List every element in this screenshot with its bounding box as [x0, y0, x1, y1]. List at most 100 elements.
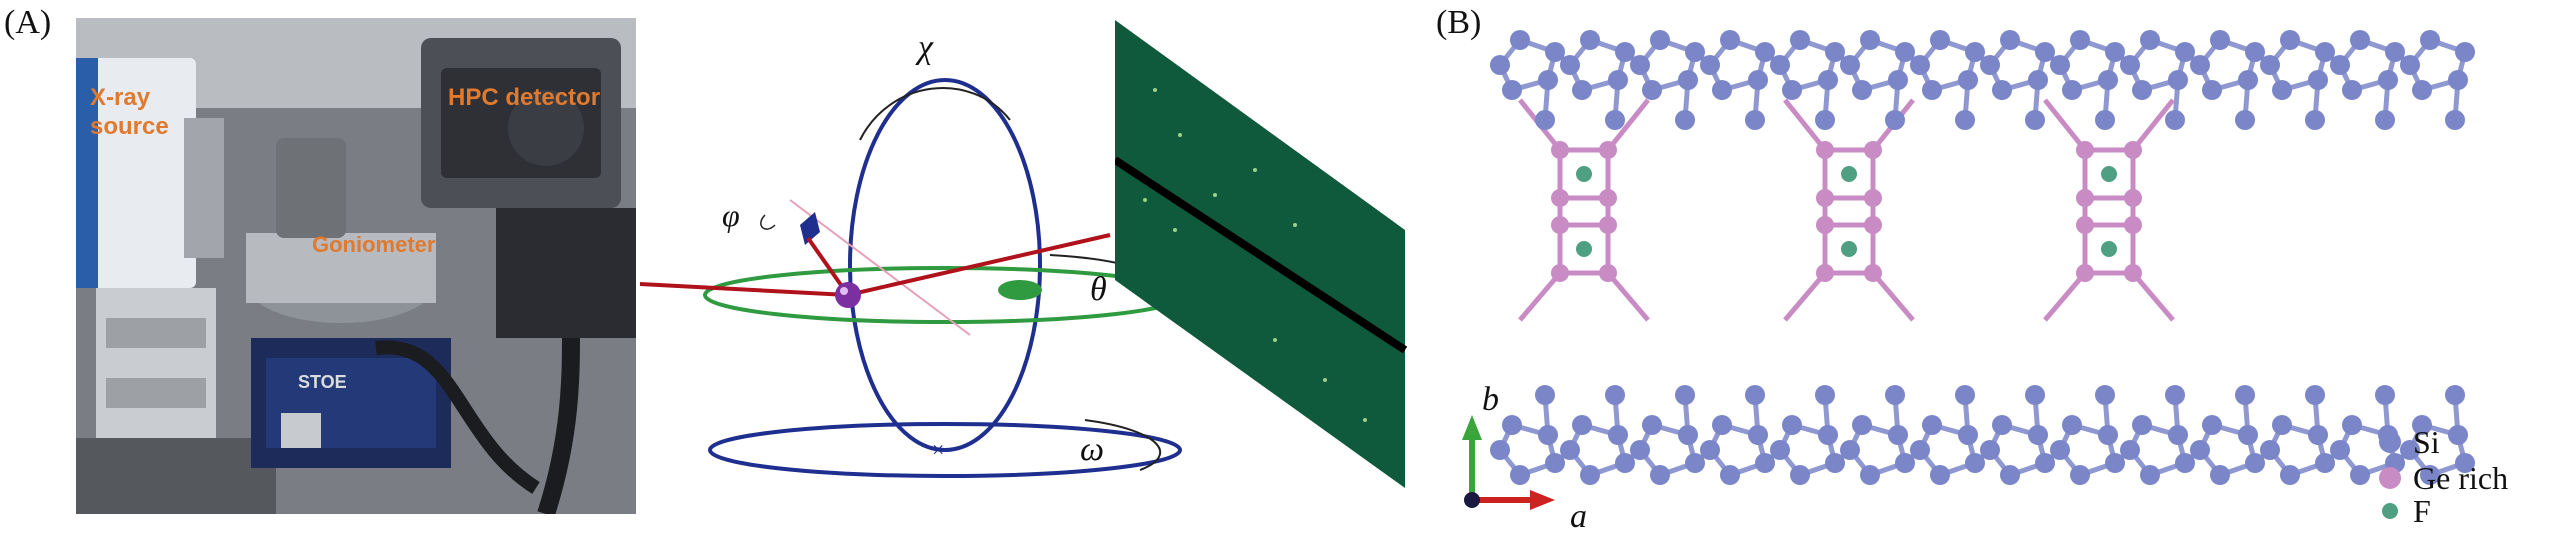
atom: [2202, 80, 2222, 100]
atom: [2070, 30, 2090, 50]
atom: [2190, 55, 2210, 75]
atom: [1992, 415, 2012, 435]
atom: [2412, 80, 2432, 100]
atom: [2245, 42, 2265, 62]
atom: [2400, 440, 2420, 460]
atom: [1630, 55, 1650, 75]
phi-label: φ: [722, 197, 740, 233]
atom: [1816, 141, 1834, 159]
b-axis-label: b: [1482, 381, 1499, 418]
atom: [2120, 55, 2140, 75]
goniometer-label: Goniometer: [312, 232, 436, 257]
atom: [1608, 70, 1628, 90]
atom: [2400, 55, 2420, 75]
atom: [1922, 80, 1942, 100]
atom: [1599, 216, 1617, 234]
atom: [2308, 70, 2328, 90]
atom: [1700, 440, 1720, 460]
atom: [1535, 385, 1555, 405]
atom: [1678, 70, 1698, 90]
atom: [2035, 42, 2055, 62]
atom: [2272, 80, 2292, 100]
atom: [2124, 141, 2142, 159]
panel-b-label: (B): [1436, 4, 1482, 41]
atom: [1755, 42, 1775, 62]
atom: [1770, 55, 1790, 75]
atom: [1782, 415, 1802, 435]
chi-ring: [848, 78, 1042, 452]
panel-a-label: (A): [4, 4, 52, 41]
atom: [1502, 415, 1522, 435]
chi-label: χ: [915, 29, 934, 66]
atom: [1545, 453, 1565, 473]
atom: [1818, 425, 1838, 445]
atom: [2342, 80, 2362, 100]
atom: [2062, 80, 2082, 100]
atom: [1955, 385, 1975, 405]
stoe-logo: STOE: [298, 372, 347, 392]
atom: [1490, 440, 1510, 460]
area-detector-image: [1115, 20, 1408, 488]
atom: [1852, 415, 1872, 435]
atom: [1608, 425, 1628, 445]
atom: [1864, 189, 1882, 207]
atom: [1840, 440, 1860, 460]
bond: [1606, 98, 1650, 152]
atom: [1685, 453, 1705, 473]
atom: [2210, 465, 2230, 485]
atom: [1545, 42, 1565, 62]
atom: [2190, 440, 2210, 460]
atom: [1675, 110, 1695, 130]
atom: [1745, 385, 1765, 405]
atom: [1815, 385, 1835, 405]
atom: [1712, 415, 1732, 435]
bond: [2131, 98, 2175, 152]
atom: [1535, 110, 1555, 130]
atom: [2280, 30, 2300, 50]
atom: [2101, 166, 2117, 182]
atom: [2062, 415, 2082, 435]
atom: [2235, 110, 2255, 130]
atom: [1502, 80, 1522, 100]
atom: [2076, 189, 2094, 207]
bond: [2043, 98, 2087, 152]
atom: [2028, 425, 2048, 445]
atom: [1852, 80, 1872, 100]
atom: [1895, 453, 1915, 473]
atom: [2350, 30, 2370, 50]
legend-f-swatch: [2382, 503, 2398, 519]
atom: [2272, 415, 2292, 435]
atom: [2070, 465, 2090, 485]
atom: [1700, 55, 1720, 75]
legend: Si Ge rich F: [2379, 424, 2508, 529]
atom: [2101, 241, 2117, 257]
atom: [2168, 70, 2188, 90]
atom: [2375, 110, 2395, 130]
atom: [1650, 465, 1670, 485]
atom: [1755, 453, 1775, 473]
atom: [1860, 30, 1880, 50]
atom: [2000, 465, 2020, 485]
legend-si-swatch: [2379, 431, 2401, 453]
atom: [1615, 453, 1635, 473]
xray-source-label: X-ray source: [90, 84, 169, 142]
atom: [1572, 415, 1592, 435]
atom: [2050, 440, 2070, 460]
omega-ring: [708, 422, 1182, 478]
atom: [1782, 80, 1802, 100]
atom: [1642, 415, 1662, 435]
atom: [1675, 385, 1695, 405]
atom: [2000, 30, 2020, 50]
atom: [1930, 30, 1950, 50]
diffractometer-photo: X-ray source HPC detector Goniometer STO…: [76, 18, 636, 514]
atom: [1860, 465, 1880, 485]
atom: [1980, 440, 2000, 460]
atom: [1551, 264, 1569, 282]
atom: [2028, 70, 2048, 90]
atom: [1642, 80, 1662, 100]
atom: [1770, 440, 1790, 460]
atom: [2140, 30, 2160, 50]
atom: [1958, 425, 1978, 445]
atom: [1551, 189, 1569, 207]
atom: [2420, 465, 2440, 485]
